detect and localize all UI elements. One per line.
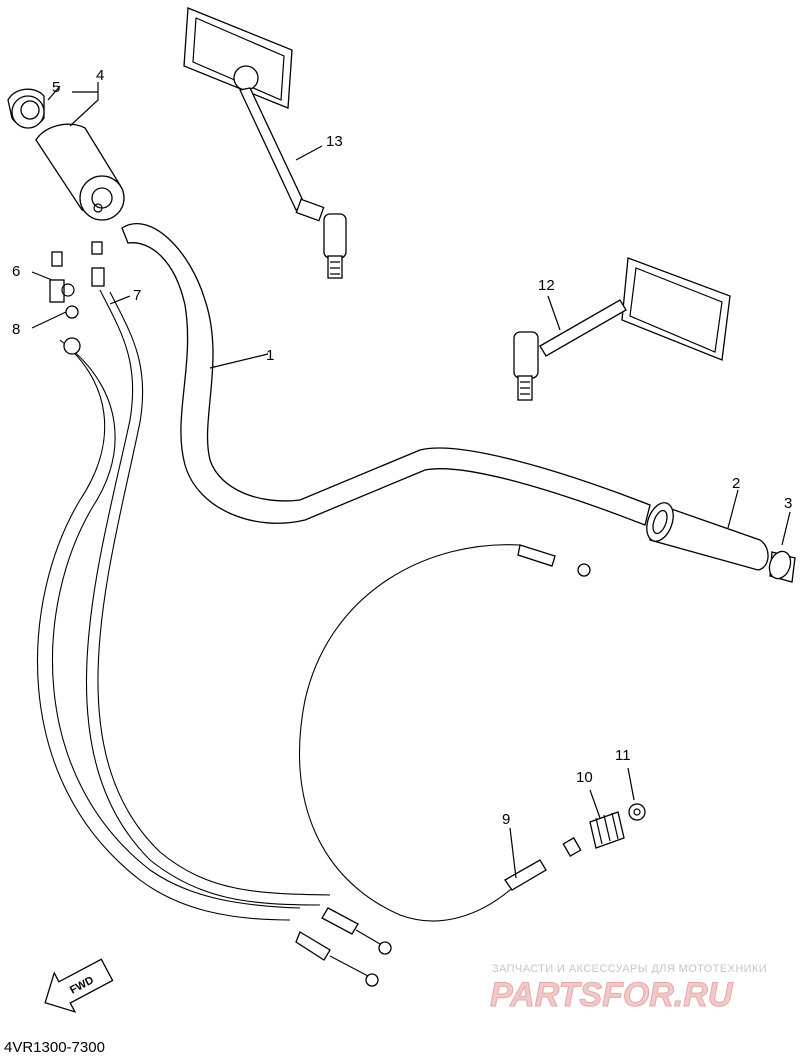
- callout-5: 5: [52, 79, 60, 96]
- cable-fittings: [49, 241, 105, 319]
- throttle-cables: [37, 289, 392, 987]
- callout-12: 12: [538, 277, 555, 294]
- handlebar: [121, 222, 651, 526]
- callout-10: 10: [576, 769, 593, 786]
- callout-11: 11: [615, 747, 631, 764]
- watermark-tagline: ЗАПЧАСТИ И АКСЕССУАРЫ ДЛЯ МОТОТЕХНИКИ: [492, 963, 767, 975]
- callout-1: 1: [266, 347, 274, 364]
- watermark-logo: PARTSFOR.RU: [490, 976, 734, 1014]
- callout-7: 7: [133, 287, 141, 304]
- callout-8: 8: [12, 321, 20, 338]
- callout-3: 3: [784, 495, 792, 512]
- left-grip-assembly: [7, 88, 125, 221]
- callout-13: 13: [326, 133, 343, 150]
- right-grip-assembly: [646, 502, 796, 583]
- choke-cable: [298, 544, 646, 922]
- callout-6: 6: [12, 263, 20, 280]
- left-mirror: [183, 7, 347, 279]
- callout-4: 4: [96, 67, 104, 84]
- leader-lines: [31, 82, 791, 879]
- fwd-arrow-badge: FWD: [44, 958, 114, 1013]
- right-mirror: [513, 257, 731, 401]
- callout-9: 9: [502, 811, 510, 828]
- callout-2: 2: [732, 475, 740, 492]
- part-code: 4VR1300-7300: [4, 1039, 105, 1056]
